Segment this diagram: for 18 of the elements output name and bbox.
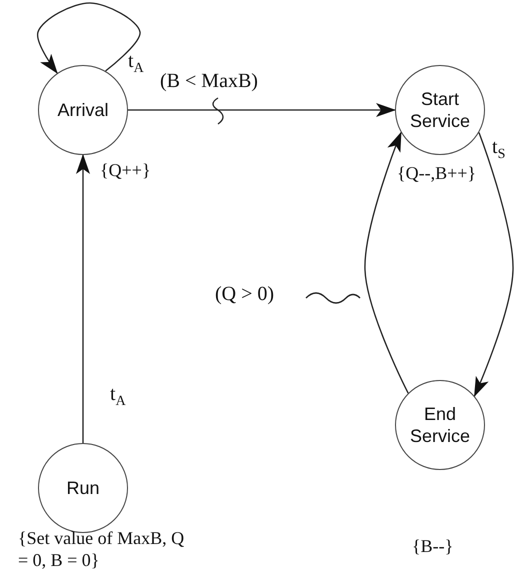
event-name: Run: [66, 476, 100, 500]
arrow: [76, 154, 90, 443]
arrow: [364, 132, 409, 394]
edge-label: t$_{A}$: [110, 383, 126, 410]
arrow: [128, 103, 396, 117]
edge-label: (B < MaxB): [160, 70, 258, 93]
edge-label: t$_{S}$: [492, 136, 506, 163]
edge-label: (Q > 0): [215, 283, 274, 306]
event-name: End Service: [408, 402, 472, 448]
edge-label: t$_{A}$: [128, 50, 144, 77]
state-change-text: {B--}: [412, 536, 454, 558]
arrow: [37, 2, 141, 74]
state-change-text: {Q++}: [100, 160, 152, 182]
state-change-text: {Q--,B++}: [397, 163, 478, 185]
state-change-text: {Set value of MaxB, Q = 0, B = 0}: [18, 528, 186, 572]
event-name: Start Service: [408, 88, 472, 132]
event-name: Arrival: [57, 98, 108, 122]
arrow: [474, 132, 514, 397]
